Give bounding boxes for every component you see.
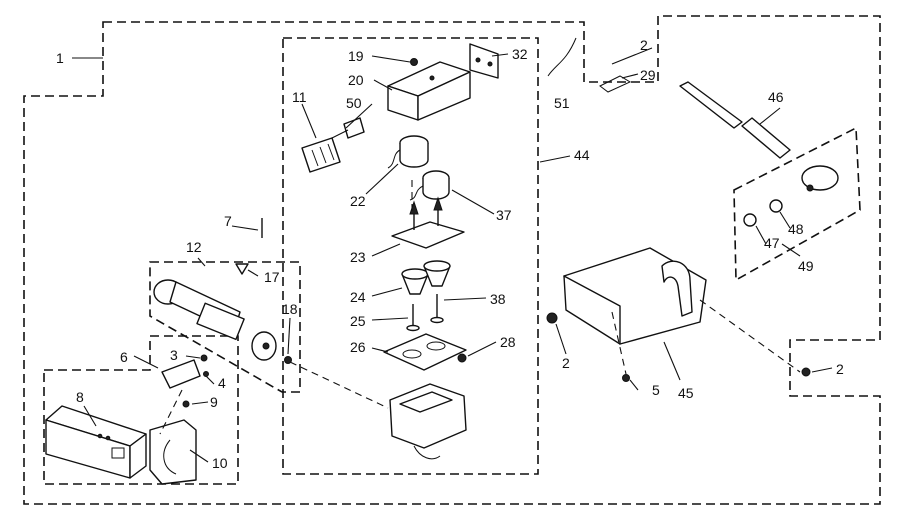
connection-line xyxy=(159,389,183,435)
pin-25 xyxy=(406,304,420,332)
callout-51: 51 xyxy=(554,95,570,111)
callout-12: 12 xyxy=(186,239,202,255)
callout-19: 19 xyxy=(348,48,364,64)
callout-46: 46 xyxy=(768,89,784,105)
callout-28: 28 xyxy=(500,334,516,350)
burner-tube-12 xyxy=(153,279,277,361)
plate-32 xyxy=(469,43,499,79)
screw-5 xyxy=(622,374,630,382)
callout-9: 9 xyxy=(210,394,218,410)
valve-plate-23 xyxy=(391,196,465,249)
callout-3: 3 xyxy=(170,347,178,363)
clip-29 xyxy=(599,75,632,93)
callout-5: 5 xyxy=(652,382,660,398)
callout-25: 25 xyxy=(350,313,366,329)
connection-line xyxy=(699,299,801,373)
callout-7: 7 xyxy=(224,213,232,229)
connection-line xyxy=(289,361,389,409)
callout-4: 4 xyxy=(218,375,226,391)
callout-10: 10 xyxy=(212,455,228,471)
connector-11 xyxy=(301,129,349,173)
callout-17: 17 xyxy=(264,269,280,285)
callout-2c: 2 xyxy=(836,361,844,377)
callout-20: 20 xyxy=(348,72,364,88)
callout-8: 8 xyxy=(76,389,84,405)
callout-23: 23 xyxy=(350,249,366,265)
gasket-26 xyxy=(383,333,467,371)
callout-11: 11 xyxy=(292,89,307,105)
screw-19 xyxy=(410,58,418,66)
callout-1: 1 xyxy=(56,50,64,66)
callout-24: 24 xyxy=(350,289,366,305)
frame-assembly-49 xyxy=(733,126,861,282)
callout-22: 22 xyxy=(350,193,366,209)
frame-assembly-12 xyxy=(149,261,301,393)
callout-45: 45 xyxy=(678,385,694,401)
valve-body xyxy=(389,383,467,460)
callout-18: 18 xyxy=(282,301,298,317)
callout-6: 6 xyxy=(120,349,128,365)
solenoid-37 xyxy=(409,170,450,201)
bracket-20 xyxy=(387,61,471,121)
callout-50: 50 xyxy=(346,95,362,111)
screw-18 xyxy=(284,356,292,364)
fitting-49 xyxy=(801,165,839,192)
callout-44: 44 xyxy=(574,147,590,163)
burner-8 xyxy=(45,405,147,479)
parts-3-4-9 xyxy=(161,354,209,408)
screw-2b xyxy=(546,312,558,324)
callout-47: 47 xyxy=(764,235,780,251)
callout-32: 32 xyxy=(512,46,528,62)
solenoid-22 xyxy=(387,135,429,169)
bracket-10 xyxy=(149,419,197,485)
tube-46 xyxy=(679,81,791,159)
bracket-45 xyxy=(563,247,707,345)
callout-49: 49 xyxy=(798,258,814,274)
connection-line xyxy=(611,311,627,375)
washer-47 xyxy=(743,213,757,227)
callout-48: 48 xyxy=(788,221,804,237)
callout-26: 26 xyxy=(350,339,366,355)
leader-lines xyxy=(72,47,833,463)
screw-2c xyxy=(801,367,811,377)
pin-38 xyxy=(430,294,444,324)
frame-assembly-44 xyxy=(282,37,539,475)
callout-29: 29 xyxy=(640,67,656,83)
callout-2b: 2 xyxy=(562,355,570,371)
callout-37: 37 xyxy=(496,207,512,223)
callout-2a: 2 xyxy=(640,37,648,53)
callout-38: 38 xyxy=(490,291,506,307)
diaphragms-24 xyxy=(401,260,451,295)
wire-51 xyxy=(547,37,577,77)
screw-28 xyxy=(457,353,467,363)
fitting-48 xyxy=(769,199,783,213)
screw-17 xyxy=(235,263,249,275)
